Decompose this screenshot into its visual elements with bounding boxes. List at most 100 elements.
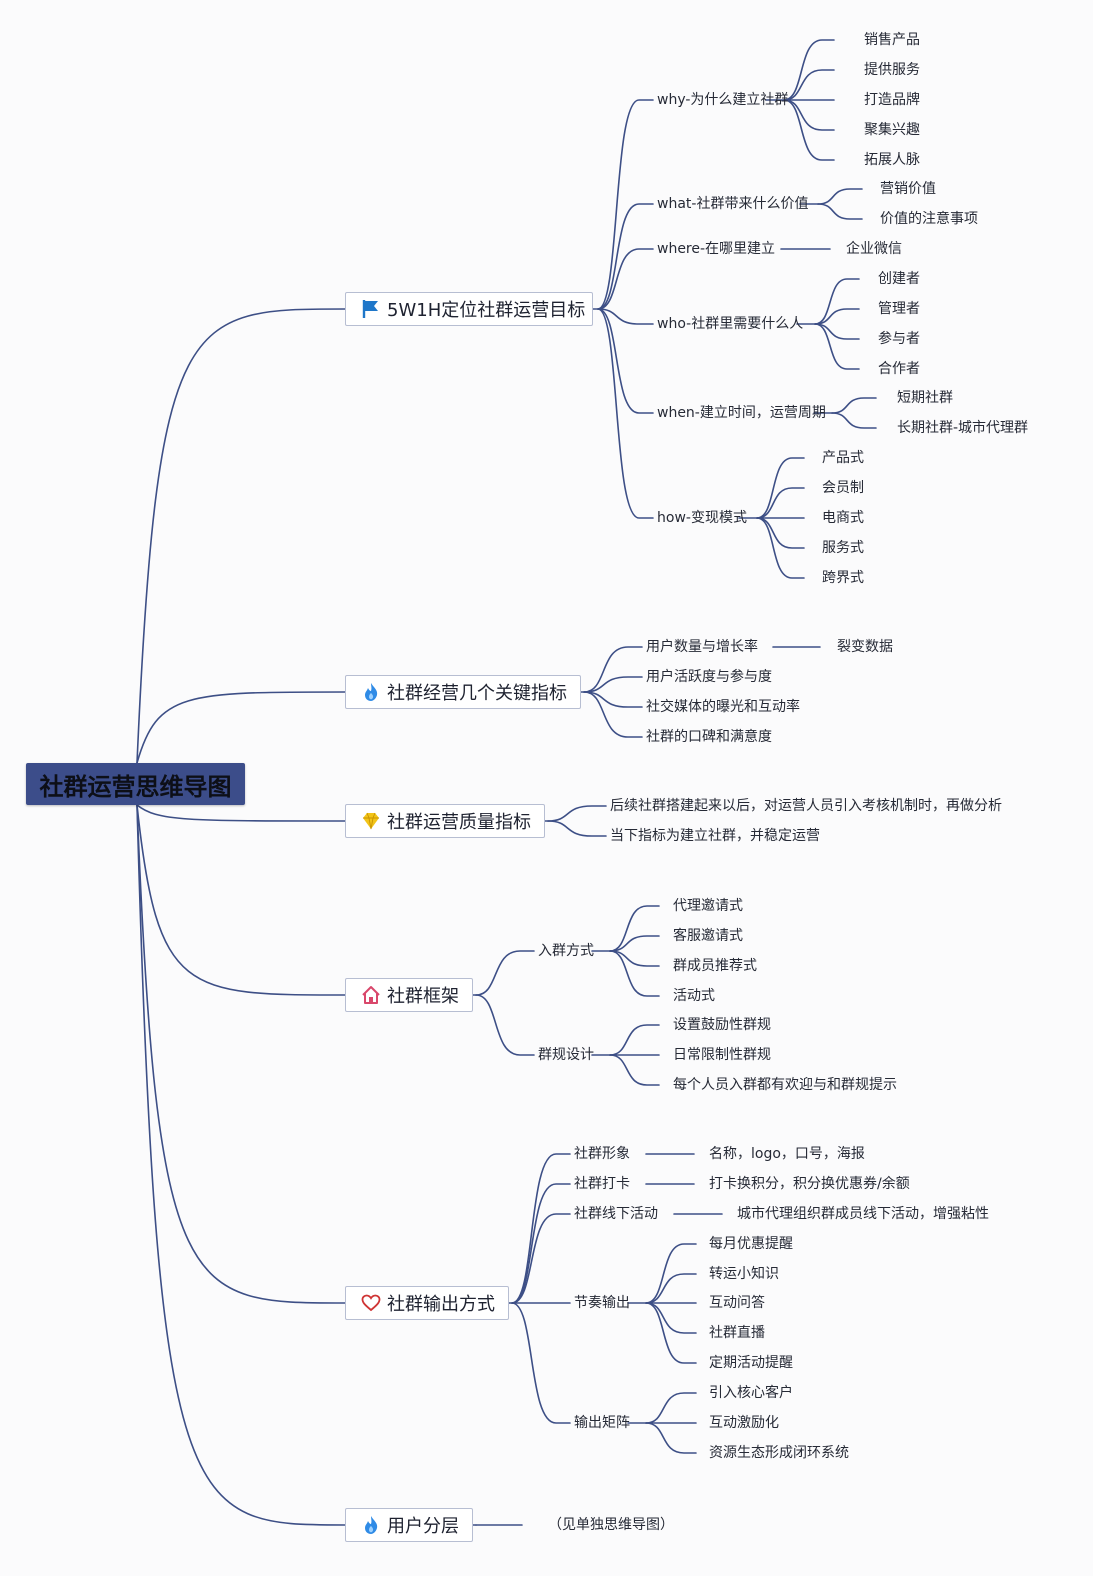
child-node[interactable]: 节奏输出: [574, 1295, 630, 1311]
leaf-node[interactable]: 企业微信: [846, 241, 902, 257]
child-node[interactable]: where-在哪里建立: [657, 241, 776, 257]
leaf-connector: [817, 188, 863, 205]
leaf-connector: [756, 487, 805, 519]
child-connector: [597, 308, 654, 414]
child-connector: [475, 950, 535, 996]
leaf-node[interactable]: 城市代理组织群成员线下活动，增强粘性: [737, 1206, 989, 1222]
leaf-node[interactable]: 引入核心客户: [709, 1385, 793, 1401]
child-connector: [597, 308, 654, 519]
child-node[interactable]: 输出矩阵: [574, 1415, 630, 1431]
child-node[interactable]: what-社群带来什么价值: [657, 196, 809, 212]
leaf-connector: [831, 412, 877, 429]
leaf-node[interactable]: 打卡换积分，积分换优惠券/余额: [709, 1176, 910, 1192]
root-branch-connector: [136, 308, 346, 764]
leaf-node[interactable]: 日常限制性群规: [673, 1047, 771, 1063]
leaf-node[interactable]: 社群直播: [709, 1325, 765, 1341]
branch-label: 5W1H定位社群运营目标: [387, 300, 586, 321]
leaf-node[interactable]: 长期社群-城市代理群: [897, 420, 1029, 436]
leaf-node[interactable]: 聚集兴趣: [864, 122, 920, 138]
child-node[interactable]: 社群打卡: [574, 1176, 630, 1192]
branch-node[interactable]: 社群输出方式: [345, 1286, 509, 1320]
child-node[interactable]: 用户数量与增长率: [646, 639, 758, 655]
child-node[interactable]: how-变现模式: [657, 510, 747, 526]
leaf-node[interactable]: 管理者: [878, 301, 920, 317]
leaf-connector: [756, 457, 805, 519]
branch-node[interactable]: 社群经营几个关键指标: [345, 675, 581, 709]
root-branch-connector: [136, 804, 346, 822]
child-connector: [511, 1183, 571, 1304]
child-connector: [583, 691, 643, 738]
child-node[interactable]: why-为什么建立社群: [657, 92, 789, 108]
leaf-node[interactable]: 合作者: [878, 361, 920, 377]
flame-icon: [361, 682, 381, 702]
child-connector: [597, 203, 654, 310]
leaf-connector: [756, 517, 805, 549]
leaf-node[interactable]: 资源生态形成闭环系统: [709, 1445, 849, 1461]
leaf-node[interactable]: 代理邀请式: [673, 898, 743, 914]
leaf-node[interactable]: 销售产品: [864, 32, 920, 48]
branch-node[interactable]: 5W1H定位社群运营目标: [345, 292, 593, 326]
root-node-title[interactable]: 社群运营思维导图: [26, 763, 245, 805]
leaf-node[interactable]: 客服邀请式: [673, 928, 743, 944]
leaf-node[interactable]: 短期社群: [897, 390, 953, 406]
leaf-connector: [783, 69, 835, 101]
leaf-connector: [645, 1302, 697, 1334]
leaf-node[interactable]: 提供服务: [864, 62, 920, 78]
child-node[interactable]: 当下指标为建立社群，并稳定运营: [610, 828, 820, 844]
leaf-node[interactable]: 每月优惠提醒: [709, 1236, 793, 1252]
leaf-node[interactable]: 跨界式: [822, 570, 864, 586]
child-connector: [597, 308, 654, 325]
leaf-node[interactable]: 营销价值: [880, 181, 936, 197]
child-connector: [583, 691, 643, 708]
leaf-node[interactable]: 互动问答: [709, 1295, 765, 1311]
child-connector: [511, 1302, 571, 1424]
child-node[interactable]: 社交媒体的曝光和互动率: [646, 699, 800, 715]
leaf-node[interactable]: 参与者: [878, 331, 920, 347]
leaf-node[interactable]: 创建者: [878, 271, 920, 287]
leaf-connector: [609, 1024, 660, 1056]
leaf-node[interactable]: 电商式: [822, 510, 864, 526]
leaf-node[interactable]: 转运小知识: [709, 1266, 779, 1282]
leaf-node[interactable]: 服务式: [822, 540, 864, 556]
leaf-node[interactable]: 裂变数据: [837, 639, 893, 655]
leaf-node[interactable]: 会员制: [822, 480, 864, 496]
branch-node[interactable]: 社群运营质量指标: [345, 804, 545, 838]
branch-label: 社群输出方式: [387, 1294, 495, 1315]
leaf-node[interactable]: 定期活动提醒: [709, 1355, 793, 1371]
child-node[interactable]: who-社群里需要什么人: [657, 316, 804, 332]
leaf-node[interactable]: 设置鼓励性群规: [673, 1017, 771, 1033]
leaf-connector: [783, 99, 835, 131]
leaf-node[interactable]: 群成员推荐式: [673, 958, 757, 974]
leaf-node[interactable]: 打造品牌: [864, 92, 920, 108]
leaf-node[interactable]: 活动式: [673, 988, 715, 1004]
child-connector: [597, 99, 654, 310]
leaf-connector: [645, 1273, 697, 1304]
branch-label: 社群经营几个关键指标: [387, 683, 567, 704]
child-node[interactable]: 社群的口碑和满意度: [646, 729, 772, 745]
branch-label: 社群运营质量指标: [387, 812, 531, 833]
child-node[interactable]: 群规设计: [538, 1047, 594, 1063]
child-node[interactable]: 社群形象: [574, 1146, 630, 1162]
branch-node[interactable]: 社群框架: [345, 978, 473, 1012]
branch-node[interactable]: 用户分层: [345, 1508, 473, 1542]
leaf-connector: [609, 905, 660, 952]
child-node[interactable]: 用户活跃度与参与度: [646, 669, 772, 685]
child-node[interactable]: 入群方式: [538, 943, 594, 959]
leaf-node[interactable]: 价值的注意事项: [880, 211, 978, 227]
child-node[interactable]: when-建立时间，运营周期: [657, 405, 826, 421]
leaf-connector: [609, 935, 660, 952]
leaf-node[interactable]: 产品式: [822, 450, 864, 466]
child-node[interactable]: 社群线下活动: [574, 1206, 658, 1222]
child-connector: [597, 248, 654, 310]
leaf-connector: [645, 1302, 697, 1364]
leaf-node[interactable]: 名称，logo，口号，海报: [709, 1146, 865, 1162]
leaf-node[interactable]: 每个人员入群都有欢迎与和群规提示: [673, 1077, 897, 1093]
leaf-node[interactable]: 拓展人脉: [864, 152, 920, 168]
root-branch-connector: [136, 691, 346, 764]
child-node[interactable]: 后续社群搭建起来以后，对运营人员引入考核机制时，再做分析: [610, 798, 1002, 814]
leaf-node[interactable]: 互动激励化: [709, 1415, 779, 1431]
child-node[interactable]: （见单独思维导图）: [548, 1517, 674, 1533]
root-branch-connector: [136, 804, 346, 1304]
leaf-connector: [645, 1422, 697, 1454]
